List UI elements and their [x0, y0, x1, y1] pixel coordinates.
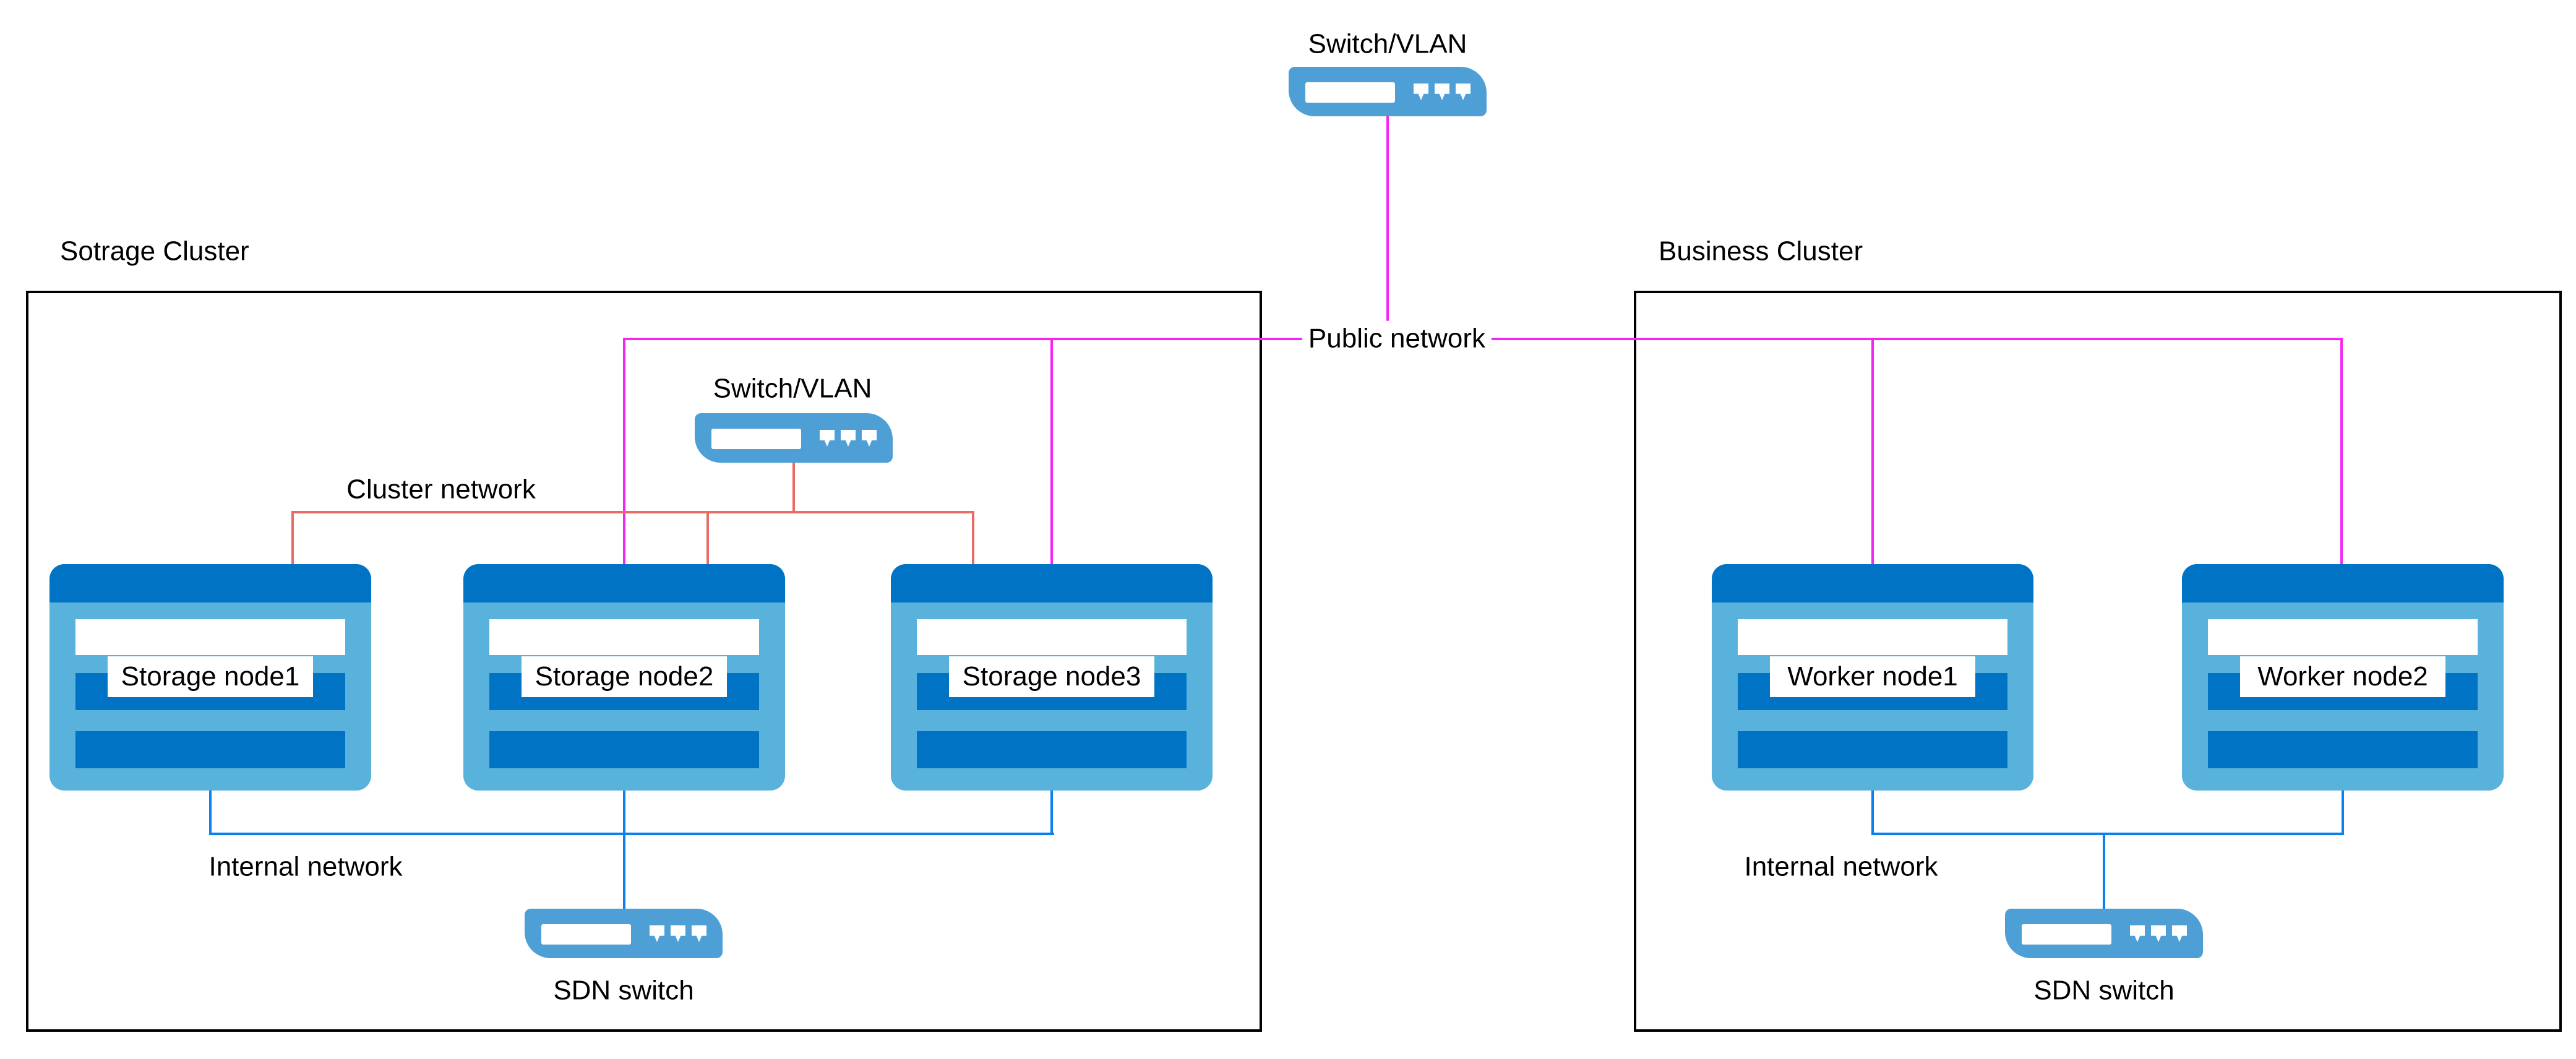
server-dark-slot: [2208, 731, 2478, 768]
storage-switch-vlan-icon: [695, 413, 893, 463]
switch-port-icon: [692, 925, 706, 942]
worker-node2-icon: Worker node2: [2182, 564, 2504, 791]
business-internal-riser-worker2-line: [2342, 791, 2344, 834]
storage-cluster-box: [26, 291, 1262, 1032]
business-internal-riser-worker1-line: [1871, 791, 1874, 834]
node-label: Storage node3: [949, 656, 1154, 697]
switch-port-icon: [862, 430, 877, 447]
server-dark-slot: [917, 731, 1187, 768]
business-internal-network-bus-line: [1871, 833, 2344, 835]
server-header-bar: [2182, 564, 2504, 602]
cluster-network-label: Cluster network: [346, 474, 536, 505]
switch-lcd-panel: [2022, 924, 2111, 945]
storage-node1-icon: Storage node1: [49, 564, 371, 791]
server-header-bar: [1712, 564, 2033, 602]
switch-lcd-panel: [541, 924, 631, 945]
public-network-top-switch-drop-line: [1386, 116, 1389, 323]
storage-node3-icon: Storage node3: [891, 564, 1213, 791]
public-network-drop-worker-node2-line: [2340, 338, 2343, 564]
switch-port-icon: [2172, 925, 2187, 942]
business-sdn-switch-label: SDN switch: [2033, 975, 2175, 1006]
server-white-slot: [2208, 619, 2478, 655]
node-label: Storage node1: [108, 656, 313, 697]
server-white-slot: [917, 619, 1187, 655]
top-switch-vlan-icon: [1289, 67, 1487, 116]
node-label: Worker node1: [1770, 656, 1975, 697]
switch-port-icon: [820, 430, 835, 447]
storage-sdn-switch-label: SDN switch: [553, 975, 694, 1006]
switch-port-icon: [2130, 925, 2145, 942]
switch-port-icon: [650, 925, 664, 942]
cluster-network-bus-line: [291, 511, 974, 513]
cluster-network-switch-drop-line: [792, 463, 795, 512]
storage-cluster-title: Sotrage Cluster: [60, 236, 249, 267]
storage-internal-network-bus-line: [209, 833, 1054, 835]
server-header-bar: [463, 564, 785, 602]
server-dark-slot: [489, 731, 759, 768]
switch-port-icon: [1414, 84, 1428, 100]
server-dark-slot: [1738, 731, 2007, 768]
storage-internal-node2-to-sdn-line: [623, 791, 625, 909]
cluster-network-drop-node3-line: [972, 511, 974, 564]
business-cluster-title: Business Cluster: [1659, 236, 1863, 267]
public-network-drop-storage-node3-line: [1050, 338, 1053, 564]
switch-port-icon: [1435, 84, 1449, 100]
business-internal-network-label: Internal network: [1744, 851, 1938, 882]
cluster-network-drop-node1-line: [291, 511, 294, 564]
storage-internal-riser-node3-line: [1050, 791, 1053, 834]
top-switch-vlan-label: Switch/VLAN: [1308, 28, 1467, 59]
business-internal-sdn-drop-line: [2103, 833, 2105, 909]
switch-lcd-panel: [711, 429, 801, 449]
storage-switch-vlan-label: Switch/VLAN: [713, 373, 872, 404]
public-network-drop-storage-node2-line: [623, 338, 625, 564]
server-white-slot: [1738, 619, 2007, 655]
switch-port-icon: [2151, 925, 2166, 942]
switch-port-icon: [841, 430, 856, 447]
storage-sdn-switch-icon: [525, 909, 723, 958]
storage-node2-icon: Storage node2: [463, 564, 785, 791]
public-network-label: Public network: [1302, 320, 1492, 358]
public-network-drop-worker-node1-line: [1871, 338, 1874, 564]
server-header-bar: [49, 564, 371, 602]
server-white-slot: [75, 619, 345, 655]
switch-port-icon: [671, 925, 685, 942]
worker-node1-icon: Worker node1: [1712, 564, 2033, 791]
server-white-slot: [489, 619, 759, 655]
storage-internal-riser-node1-line: [209, 791, 212, 834]
node-label: Storage node2: [522, 656, 727, 697]
cluster-network-drop-node2-line: [706, 511, 709, 564]
server-header-bar: [891, 564, 1213, 602]
switch-lcd-panel: [1305, 82, 1395, 103]
storage-internal-network-label: Internal network: [208, 851, 403, 882]
business-sdn-switch-icon: [2005, 909, 2203, 958]
node-label: Worker node2: [2240, 656, 2445, 697]
server-dark-slot: [75, 731, 345, 768]
switch-port-icon: [1456, 84, 1470, 100]
business-cluster-box: [1634, 291, 2562, 1032]
